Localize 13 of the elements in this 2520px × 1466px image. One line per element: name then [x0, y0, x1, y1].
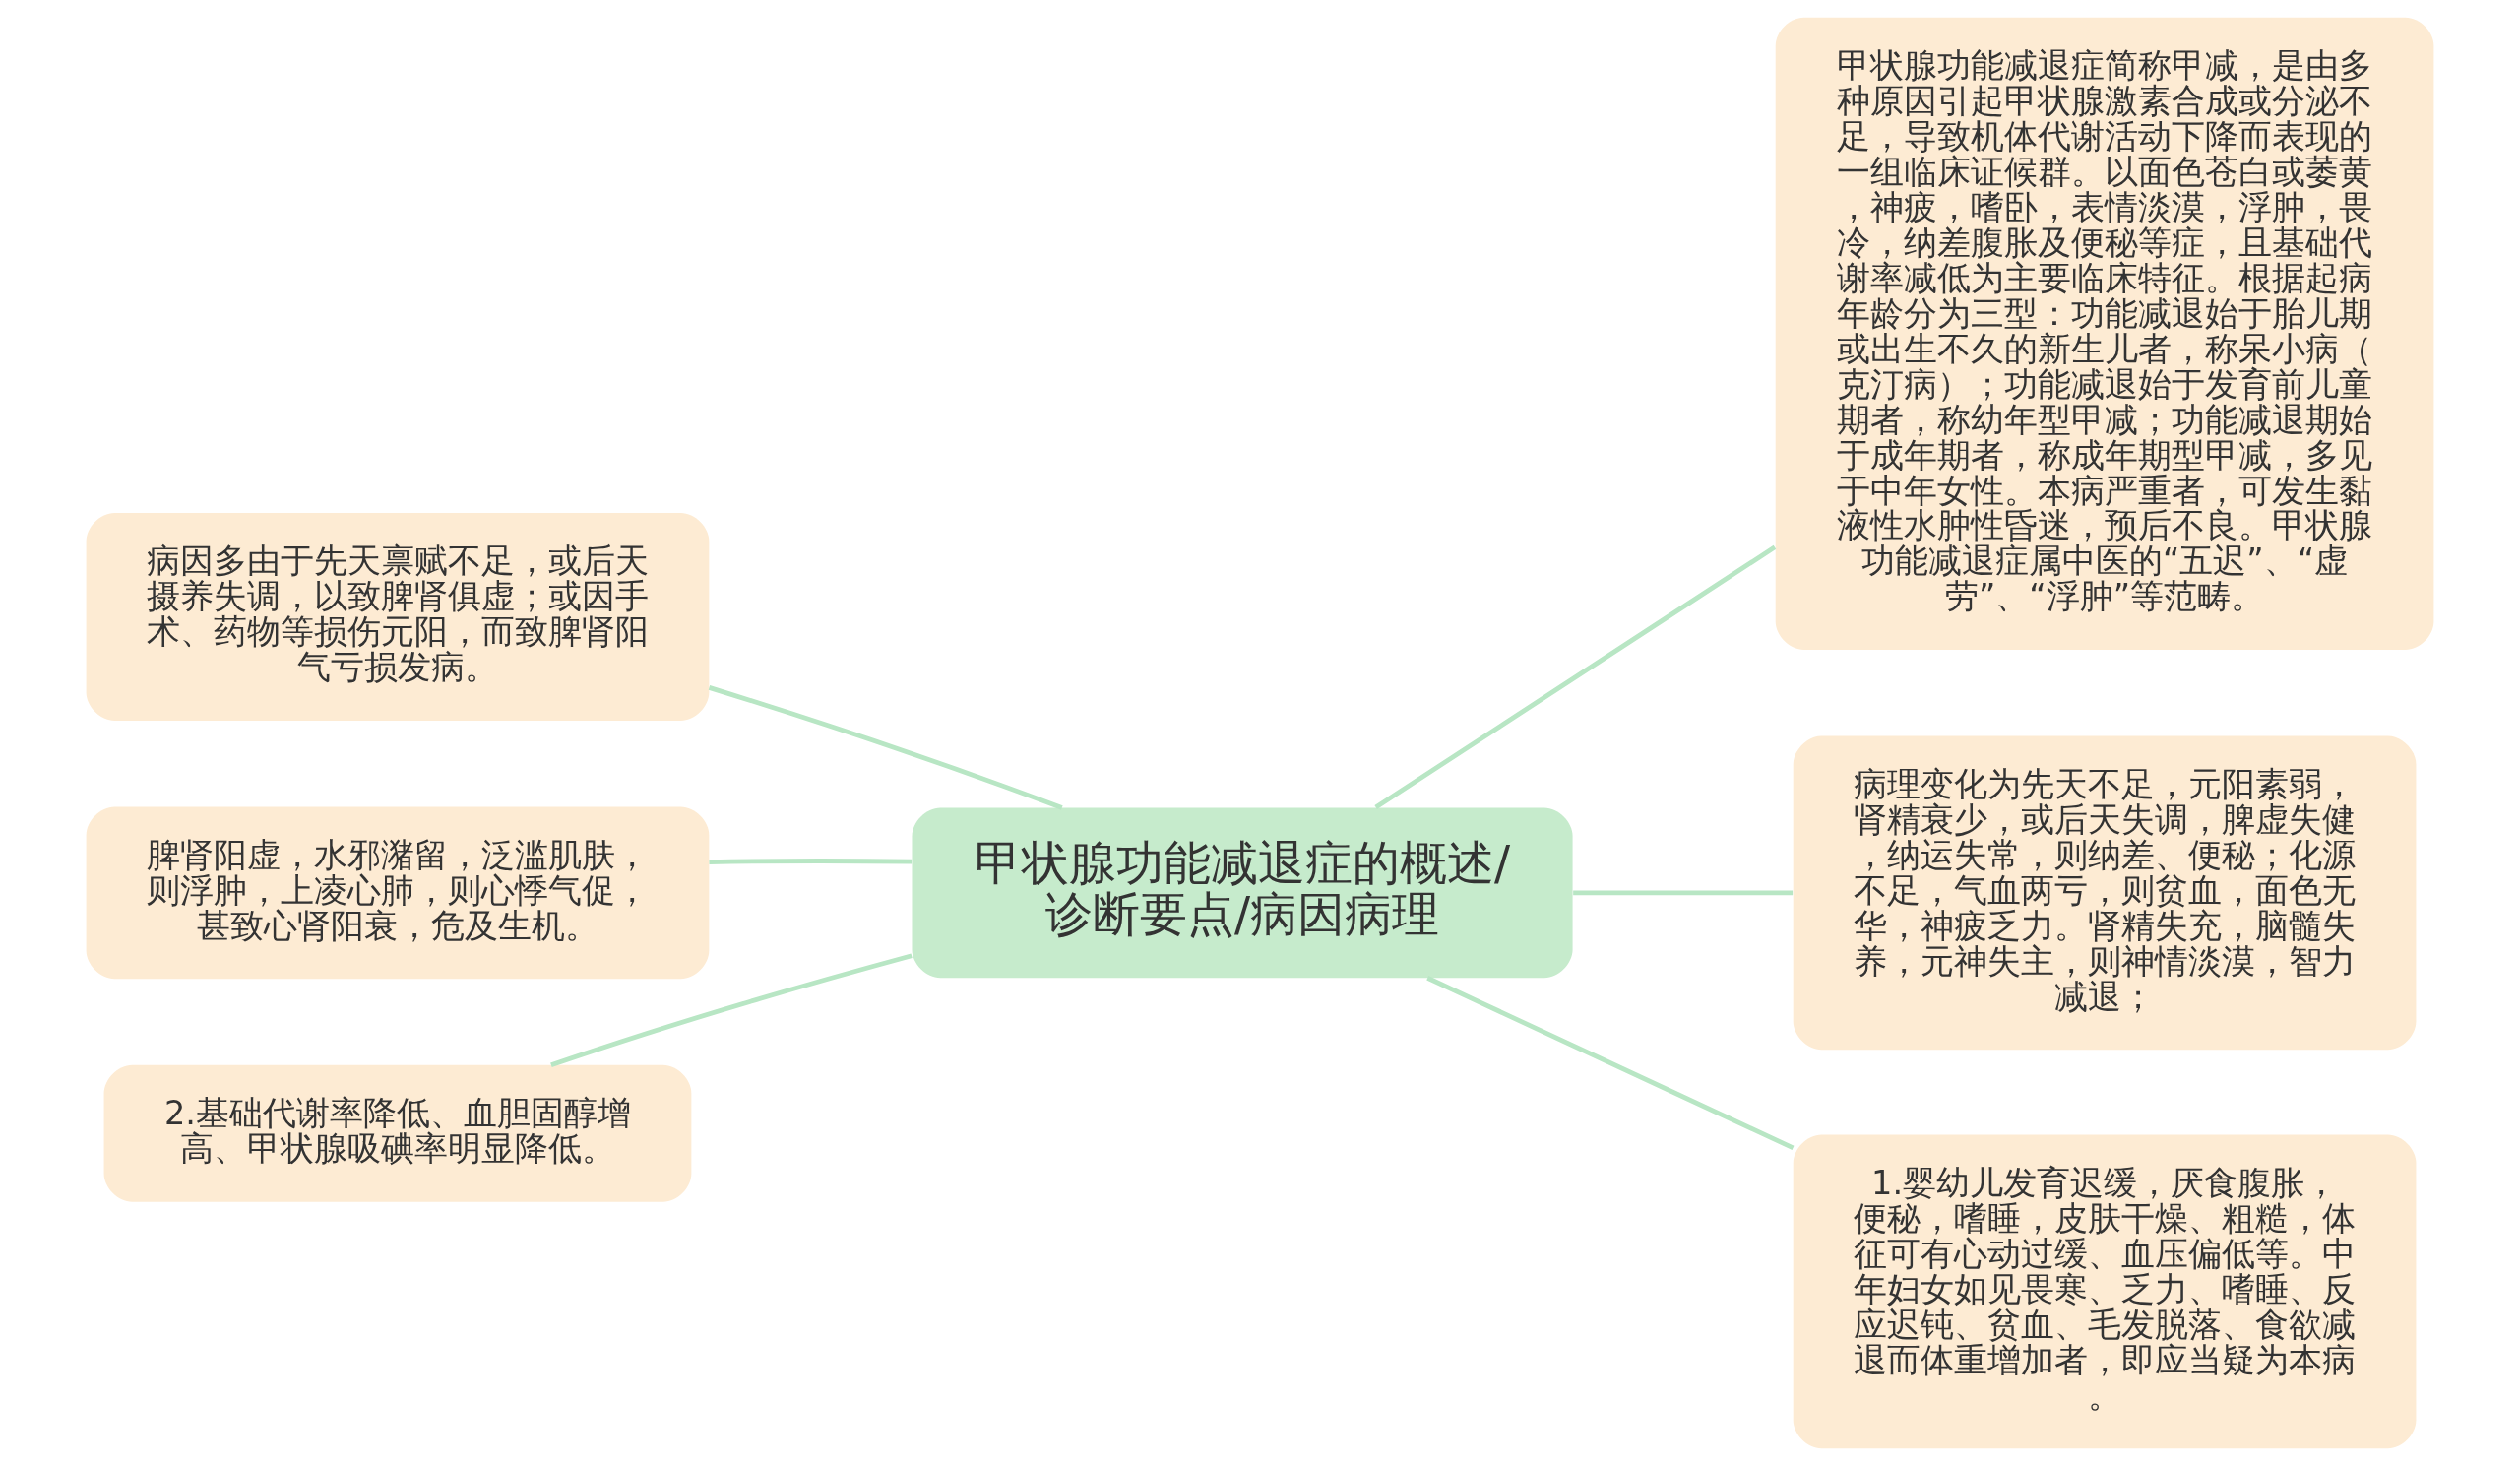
node-box: 2.基础代谢率降低、血胆固醇增高、甲状腺吸碘率明显降低。	[103, 1064, 692, 1202]
connector	[708, 685, 1063, 810]
node-box: 病理变化为先天不足，元阳素弱，肾精衰少，或后天失调，脾虚失健，纳运失常，则纳差、便秘；化源不足，气血两亏，则贫血，面色无华，神疲乏力。肾精失充，脑髓失养，元神失主，则神情淡漠，智力减退；	[1793, 735, 2417, 1051]
connector	[709, 859, 913, 864]
connector	[1426, 976, 1795, 1151]
node-box: 1.婴幼儿发育迟缓，厌食腹胀，便秘，嗜睡，皮肤干燥、粗糙，体征可有心动过缓、血压偏低等。中年妇女如见畏寒、乏力、嗜睡、反应迟钝、贫血、毛发脱落、食欲减退而体重增加者，即应当疑为本病。	[1793, 1134, 2417, 1449]
connector	[1374, 544, 1777, 809]
node-box: 甲状腺功能减退症简称甲减，是由多种原因引起甲状腺激素合成或分泌不足，导致机体代谢活动下降而表现的一组临床证候群。以面色苍白或萎黄，神疲，嗜卧，表情淡漠，浮肿，畏冷，纳差腹胀及便秘等症，且基础代谢率减低为主要临床特征。根据起病年龄分为三型：功能减退始于胎儿期或出生不久的新生儿者，称呆小病（克汀病）；功能减退始于发育前儿童期者，称幼年型甲减；功能减退期始于成年期者，称成年期型甲减，多见于中年女性。本病严重者，可发生黏液性水肿性昏迷，预后不良。甲状腺功能减退症属中医的“五迟”、“虚劳”、“浮肿”等范畴。	[1775, 17, 2434, 650]
node-box: 脾肾阳虚，水邪潴留，泛滥肌肤，则浮肿，上凌心肺，则心悸气促，甚致心肾阳衰，危及生机。	[86, 806, 710, 980]
node-box: 病因多由于先天禀赋不足，或后天摄养失调，以致脾肾俱虚；或因手术、药物等损伤元阳，而致脾肾阳气亏损发病。	[86, 513, 710, 721]
connector	[550, 953, 913, 1068]
node-box: 甲状腺功能减退症的概述/诊断要点/病因病理	[912, 807, 1573, 979]
connector	[1573, 890, 1794, 896]
